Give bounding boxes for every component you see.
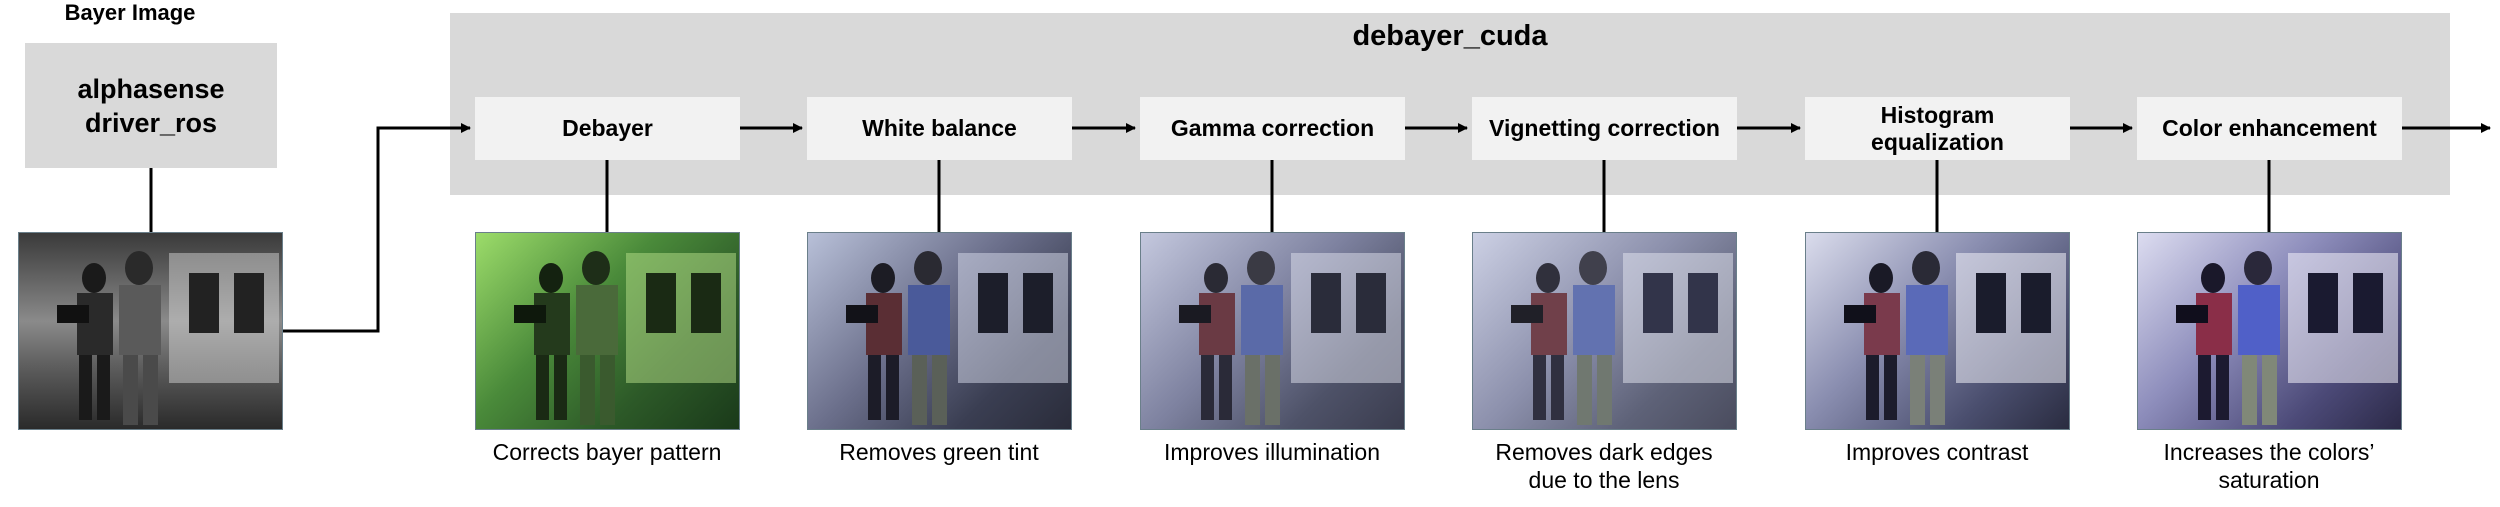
image-to-pipeline-arrow [283, 123, 471, 333]
stage-label: Debayer [562, 115, 653, 141]
stage-label-line-2: equalization [1871, 128, 2004, 155]
stage-caption-color-enhancement: Increases the colors’ saturation [2119, 438, 2419, 494]
caption-line: Removes green tint [839, 439, 1039, 465]
input-image-caption: Bayer Image [64, 0, 196, 25]
scene-illustration-icon [514, 251, 736, 425]
stage-label: White balance [862, 115, 1017, 141]
stage-caption-debayer: Corrects bayer pattern [457, 438, 757, 466]
stage-thumbnail-debayer [475, 232, 740, 430]
stage-label: Gamma correction [1170, 115, 1375, 141]
scene-illustration-icon [846, 251, 1068, 425]
scene-illustration-icon [1179, 251, 1401, 425]
stage-label: Vignetting correction [1489, 115, 1720, 141]
stage-label-line-1: Histogram [1880, 101, 1995, 128]
scene-illustration-icon [2176, 251, 2398, 425]
scene-illustration-icon [57, 251, 279, 425]
source-node-alphasense-driver-ros: alphasense driver_ros [25, 43, 277, 168]
stage-label: Color enhancement [2162, 115, 2377, 141]
bayer-image-thumbnail [18, 232, 283, 430]
source-label-line-1: alphasense [77, 73, 225, 104]
caption-line: Removes dark edges [1495, 439, 1713, 465]
stage-color-enhancement: Color enhancement [2137, 97, 2402, 160]
stage-histogram-equalization: Histogram equalization [1805, 97, 2070, 160]
stage-white-balance: White balance [807, 97, 1072, 160]
caption-line: Corrects bayer pattern [492, 439, 722, 465]
caption-line: Increases the colors’ [2163, 439, 2375, 465]
scene-illustration-icon [1511, 251, 1733, 425]
scene-illustration-icon [1844, 251, 2066, 425]
stage-caption-gamma-correction: Improves illumination [1122, 438, 1422, 466]
stage-vignetting-correction: Vignetting correction [1472, 97, 1737, 160]
caption-line: Improves illumination [1163, 439, 1381, 465]
stage-thumbnail-gamma-correction [1140, 232, 1405, 430]
stage-thumbnail-vignetting-correction [1472, 232, 1737, 430]
stage-debayer: Debayer [475, 97, 740, 160]
source-label-line-2: driver_ros [84, 107, 218, 138]
stage-caption-vignetting-correction: Removes dark edges due to the lens [1454, 438, 1754, 494]
stage-gamma-correction: Gamma correction [1140, 97, 1405, 160]
pipeline-container [450, 13, 2450, 195]
stage-caption-white-balance: Removes green tint [789, 438, 1089, 466]
caption-line: saturation [2218, 467, 2320, 493]
caption-line: Improves contrast [1845, 439, 2029, 465]
caption-line: due to the lens [1528, 467, 1680, 493]
stage-thumbnail-color-enhancement [2137, 232, 2402, 430]
stage-thumbnail-white-balance [807, 232, 1072, 430]
stage-thumbnail-histogram-equalization [1805, 232, 2070, 430]
stage-caption-histogram-equalization: Improves contrast [1787, 438, 2087, 466]
pipeline-title: debayer_cuda [1352, 20, 1548, 52]
